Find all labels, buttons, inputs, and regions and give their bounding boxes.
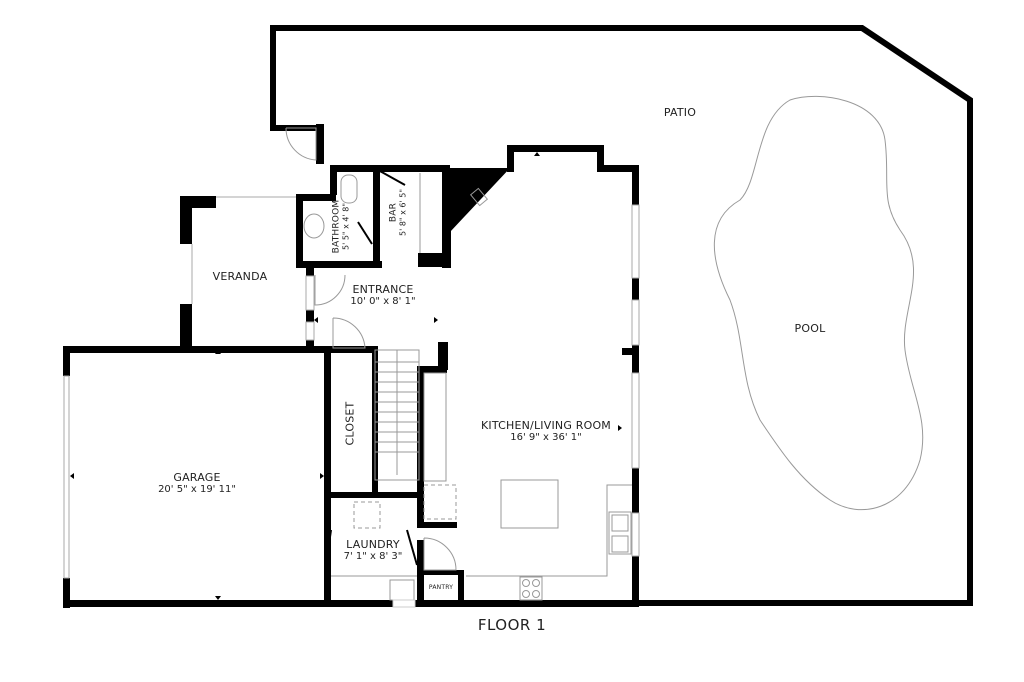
room-name: CLOSET (343, 401, 357, 446)
house-walls (63, 124, 639, 608)
room-label-patio: PATIO (640, 106, 720, 119)
room-label-laundry: LAUNDRY 7' 1" x 8' 3" (333, 538, 413, 562)
room-label-bathroom: BATHROOM 5' 5" x 4' 8" (332, 187, 351, 267)
fixtures (303, 173, 632, 608)
room-label-pantry: PANTRY (421, 584, 461, 591)
room-name: BAR (388, 202, 399, 223)
patio-walls (270, 25, 973, 606)
room-dimensions: 5' 5" x 4' 8" (341, 202, 351, 251)
door-swings (285, 127, 457, 571)
room-label-garage: GARAGE 20' 5" x 19' 11" (137, 471, 257, 495)
room-dimensions: 20' 5" x 19' 11" (158, 484, 236, 495)
door-leaves (325, 169, 418, 566)
room-name: LAUNDRY (346, 538, 400, 551)
room-name: VERANDA (212, 270, 268, 283)
room-label-entrance: ENTRANCE 10' 0" x 8' 1" (333, 283, 433, 307)
room-label-veranda: VERANDA (200, 270, 280, 283)
room-name: KITCHEN/LIVING ROOM (480, 419, 611, 432)
windows (63, 196, 640, 579)
room-dimensions: 5' 8" x 6' 5" (398, 188, 408, 237)
room-label-bar: BAR 5' 8" x 6' 5" (389, 173, 408, 253)
room-name: POOL (794, 322, 826, 335)
room-dimensions: 16' 9" x 36' 1" (510, 432, 582, 443)
room-label-closet: CLOSET (344, 394, 357, 454)
room-label-kitchen: KITCHEN/LIVING ROOM 16' 9" x 36' 1" (466, 419, 626, 443)
pool-outline (713, 95, 924, 511)
room-dimensions: 7' 1" x 8' 3" (343, 551, 403, 562)
room-name: PATIO (663, 106, 697, 119)
room-label-pool: POOL (780, 322, 840, 335)
floor-title: FLOOR 1 (477, 616, 547, 634)
room-name: ENTRANCE (352, 283, 414, 296)
room-name: GARAGE (173, 471, 221, 484)
room-name: BATHROOM (331, 199, 342, 254)
room-dimensions: 10' 0" x 8' 1" (350, 296, 416, 307)
room-name: PANTRY (428, 584, 454, 591)
wall-markers (70, 152, 622, 600)
